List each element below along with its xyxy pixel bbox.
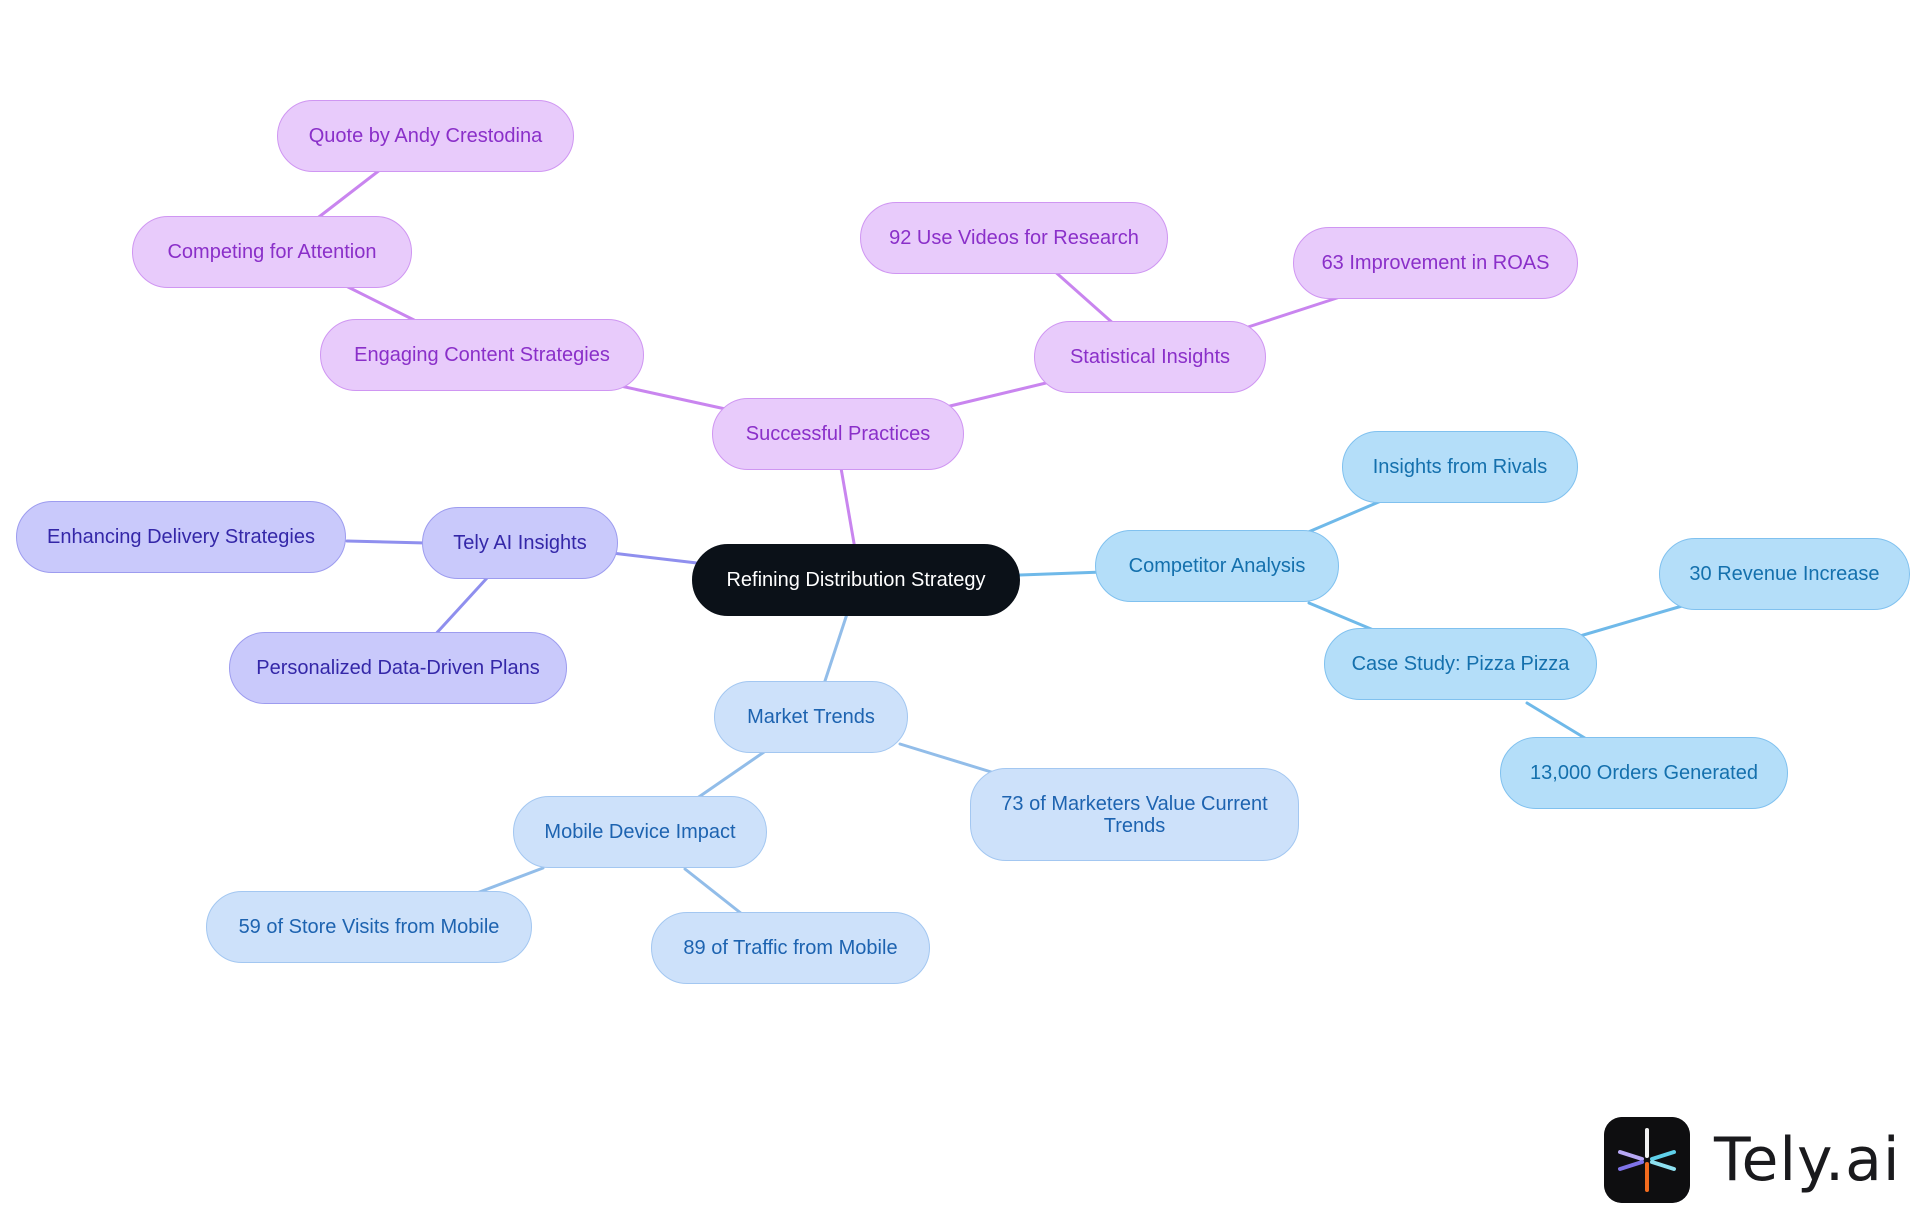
node-store-visits-from-mobile-label: 59 of Store Visits from Mobile bbox=[238, 916, 500, 938]
node-statistical-insights-label: Statistical Insights bbox=[1069, 346, 1231, 368]
connector-root-competitor-analysis bbox=[1018, 570, 1105, 577]
node-traffic-from-mobile[interactable]: 89 of Traffic from Mobile bbox=[651, 912, 930, 984]
node-marketers-value-line-1: 73 of Marketers Value Current bbox=[1001, 792, 1268, 815]
node-marketers-value-line-2: Trends bbox=[1103, 814, 1166, 837]
node-mobile-device-impact[interactable]: Mobile Device Impact bbox=[513, 796, 767, 868]
node-engaging-content-strategies[interactable]: Engaging Content Strategies bbox=[320, 319, 644, 391]
connector-case-study-revenue bbox=[1578, 604, 1684, 638]
node-insights-from-rivals-label: Insights from Rivals bbox=[1372, 456, 1548, 478]
connector-competing-attention-quote bbox=[313, 164, 387, 222]
connector-successful-practices-engaging-content bbox=[614, 383, 732, 412]
connector-tely-ai-personalized-plans bbox=[431, 576, 489, 639]
node-marketers-value-current-trends[interactable]: 73 of Marketers Value Current Trends bbox=[970, 768, 1299, 861]
node-revenue-increase-label: 30 Revenue Increase bbox=[1689, 563, 1880, 585]
root-node[interactable]: Refining Distribution Strategy bbox=[692, 544, 1020, 616]
node-videos-for-research-label: 92 Use Videos for Research bbox=[889, 227, 1139, 249]
node-successful-practices-label: Successful Practices bbox=[745, 423, 931, 445]
node-competitor-analysis[interactable]: Competitor Analysis bbox=[1095, 530, 1339, 602]
connector-successful-practices-statistical-insights bbox=[948, 380, 1052, 408]
tely-logo-icon bbox=[1604, 1117, 1690, 1203]
node-competitor-analysis-label: Competitor Analysis bbox=[1128, 555, 1306, 577]
node-traffic-from-mobile-label: 89 of Traffic from Mobile bbox=[683, 937, 898, 959]
node-orders-generated[interactable]: 13,000 Orders Generated bbox=[1500, 737, 1788, 809]
node-quote-andy-crestodina[interactable]: Quote by Andy Crestodina bbox=[277, 100, 574, 172]
connector-mobile-impact-traffic bbox=[683, 867, 749, 920]
node-personalized-data-driven-plans-label: Personalized Data-Driven Plans bbox=[256, 657, 540, 679]
connector-engaging-content-competing-attention bbox=[338, 281, 416, 322]
node-insights-from-rivals[interactable]: Insights from Rivals bbox=[1342, 431, 1578, 503]
connector-statistical-insights-videos bbox=[1050, 267, 1117, 327]
node-roas-improvement[interactable]: 63 Improvement in ROAS bbox=[1293, 227, 1578, 299]
node-mobile-device-impact-label: Mobile Device Impact bbox=[544, 821, 736, 843]
node-successful-practices[interactable]: Successful Practices bbox=[712, 398, 964, 470]
root-node-label: Refining Distribution Strategy bbox=[726, 569, 986, 591]
node-enhancing-delivery-strategies[interactable]: Enhancing Delivery Strategies bbox=[16, 501, 346, 573]
node-statistical-insights[interactable]: Statistical Insights bbox=[1034, 321, 1266, 393]
node-revenue-increase[interactable]: 30 Revenue Increase bbox=[1659, 538, 1910, 610]
node-tely-ai-insights-label: Tely AI Insights bbox=[453, 532, 587, 554]
node-market-trends-label: Market Trends bbox=[747, 706, 875, 728]
connector-statistical-insights-roas bbox=[1243, 295, 1342, 330]
node-orders-generated-label: 13,000 Orders Generated bbox=[1530, 762, 1758, 784]
connector-case-study-orders bbox=[1525, 701, 1595, 745]
connector-market-trends-mobile-impact bbox=[691, 750, 766, 803]
connector-root-market-trends bbox=[822, 612, 849, 686]
connector-root-tely-ai bbox=[610, 551, 699, 565]
node-competing-for-attention[interactable]: Competing for Attention bbox=[132, 216, 412, 288]
node-quote-andy-crestodina-label: Quote by Andy Crestodina bbox=[308, 125, 543, 147]
node-engaging-content-strategies-label: Engaging Content Strategies bbox=[354, 344, 610, 366]
connector-root-successful-practices bbox=[839, 466, 857, 551]
brand-logo: Tely.ai bbox=[1604, 1117, 1901, 1203]
node-enhancing-delivery-strategies-label: Enhancing Delivery Strategies bbox=[47, 526, 315, 548]
node-videos-for-research[interactable]: 92 Use Videos for Research bbox=[860, 202, 1168, 274]
connector-market-trends-marketers-value bbox=[898, 742, 1003, 777]
node-case-study-pizza-pizza-label: Case Study: Pizza Pizza bbox=[1351, 653, 1570, 675]
node-market-trends[interactable]: Market Trends bbox=[714, 681, 908, 753]
node-tely-ai-insights[interactable]: Tely AI Insights bbox=[422, 507, 618, 579]
node-case-study-pizza-pizza[interactable]: Case Study: Pizza Pizza bbox=[1324, 628, 1597, 700]
node-personalized-data-driven-plans[interactable]: Personalized Data-Driven Plans bbox=[229, 632, 567, 704]
brand-name: Tely.ai bbox=[1714, 1125, 1901, 1195]
connector-competitor-analysis-insights-rivals bbox=[1304, 499, 1383, 535]
node-store-visits-from-mobile[interactable]: 59 of Store Visits from Mobile bbox=[206, 891, 532, 963]
node-roas-improvement-label: 63 Improvement in ROAS bbox=[1321, 252, 1550, 274]
connector-tely-ai-enhancing-delivery bbox=[345, 539, 428, 545]
node-competing-for-attention-label: Competing for Attention bbox=[167, 241, 377, 263]
